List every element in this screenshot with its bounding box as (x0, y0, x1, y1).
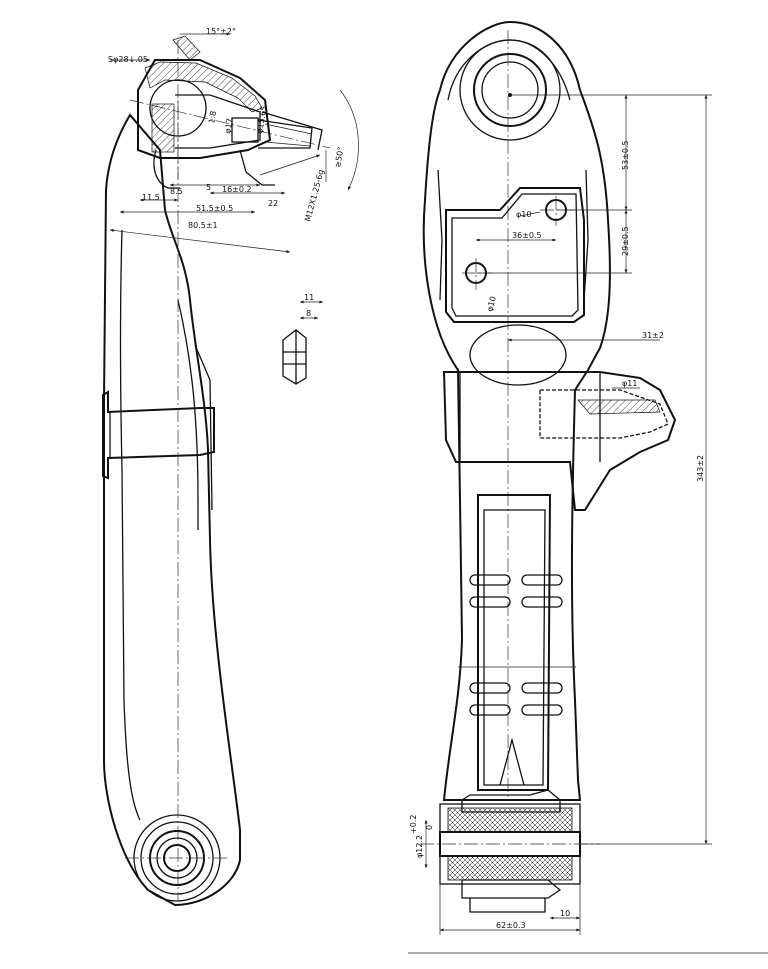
side-arm-outline (103, 113, 241, 907)
side-view: Sφ28↓.05 15°±2° ≥50° 1:8 φ15.65 φ17 M12X… (102, 27, 359, 907)
label-angle-right: ≥50° (333, 146, 345, 168)
label-hole-dia-10: φ10 (516, 210, 531, 219)
label-dim-16: 16±0.2 (222, 185, 252, 194)
label-dim-515: 51.5±0.5 (196, 204, 233, 213)
label-dim-29: 29±0.5 (621, 226, 630, 256)
top-arm-outline (422, 20, 611, 801)
label-clamp-hole: φ11 (622, 379, 637, 388)
label-dim-22: 22 (268, 199, 278, 208)
side-arm-inner-edge (119, 229, 141, 821)
top-mount-plate (445, 187, 585, 323)
label-dim-805: 80.5±1 (188, 221, 218, 230)
nut-detail: 11 8 (282, 293, 323, 385)
channel-slots (469, 574, 563, 716)
label-dim-115: 11.5 (142, 193, 160, 202)
label-hole-spacing: 36±0.5 (512, 231, 542, 240)
label-bushing-tol-upper: +0.2 (409, 815, 418, 834)
label-hole-dia-lower: φ10 (485, 295, 498, 312)
top-clamp-band (442, 371, 677, 511)
side-lower-bushing (125, 814, 230, 902)
label-sphere-dia: Sφ28↓.05 (108, 55, 148, 64)
label-thread: M12X1.25-6g (303, 169, 326, 223)
label-bushing-width: 62±0.3 (496, 921, 526, 930)
label-dim-85: 8.5 (170, 187, 183, 196)
top-upper-eye-inner (473, 53, 547, 127)
top-view: φ10 36±0.5 φ10 53±0.5 29±0.5 31±2 φ11 34… (408, 20, 768, 954)
label-nut-width: 11 (304, 293, 314, 302)
label-nut-height: 8 (306, 309, 311, 318)
label-angle-top: 15°±2° (206, 27, 236, 36)
top-lower-bushing (420, 789, 600, 913)
top-dimensions (408, 94, 768, 954)
label-overall-length: 343±2 (696, 455, 705, 482)
side-clamp-band (102, 390, 215, 480)
label-small-dia: φ17 (223, 118, 235, 135)
label-bushing-id: φ12.2 (415, 835, 424, 858)
label-bushing-tol-lower: 0 (425, 825, 434, 830)
top-upper-eye-outer (459, 39, 561, 141)
side-dimensions (109, 32, 359, 254)
label-dim-53: 53±0.5 (621, 140, 630, 170)
label-dim-5: 5 (206, 183, 211, 192)
label-bushing-offset: 10 (560, 909, 570, 918)
label-taper: 1:8 (207, 110, 218, 124)
side-ball-joint (129, 35, 331, 189)
label-dim-31: 31±2 (642, 331, 664, 340)
